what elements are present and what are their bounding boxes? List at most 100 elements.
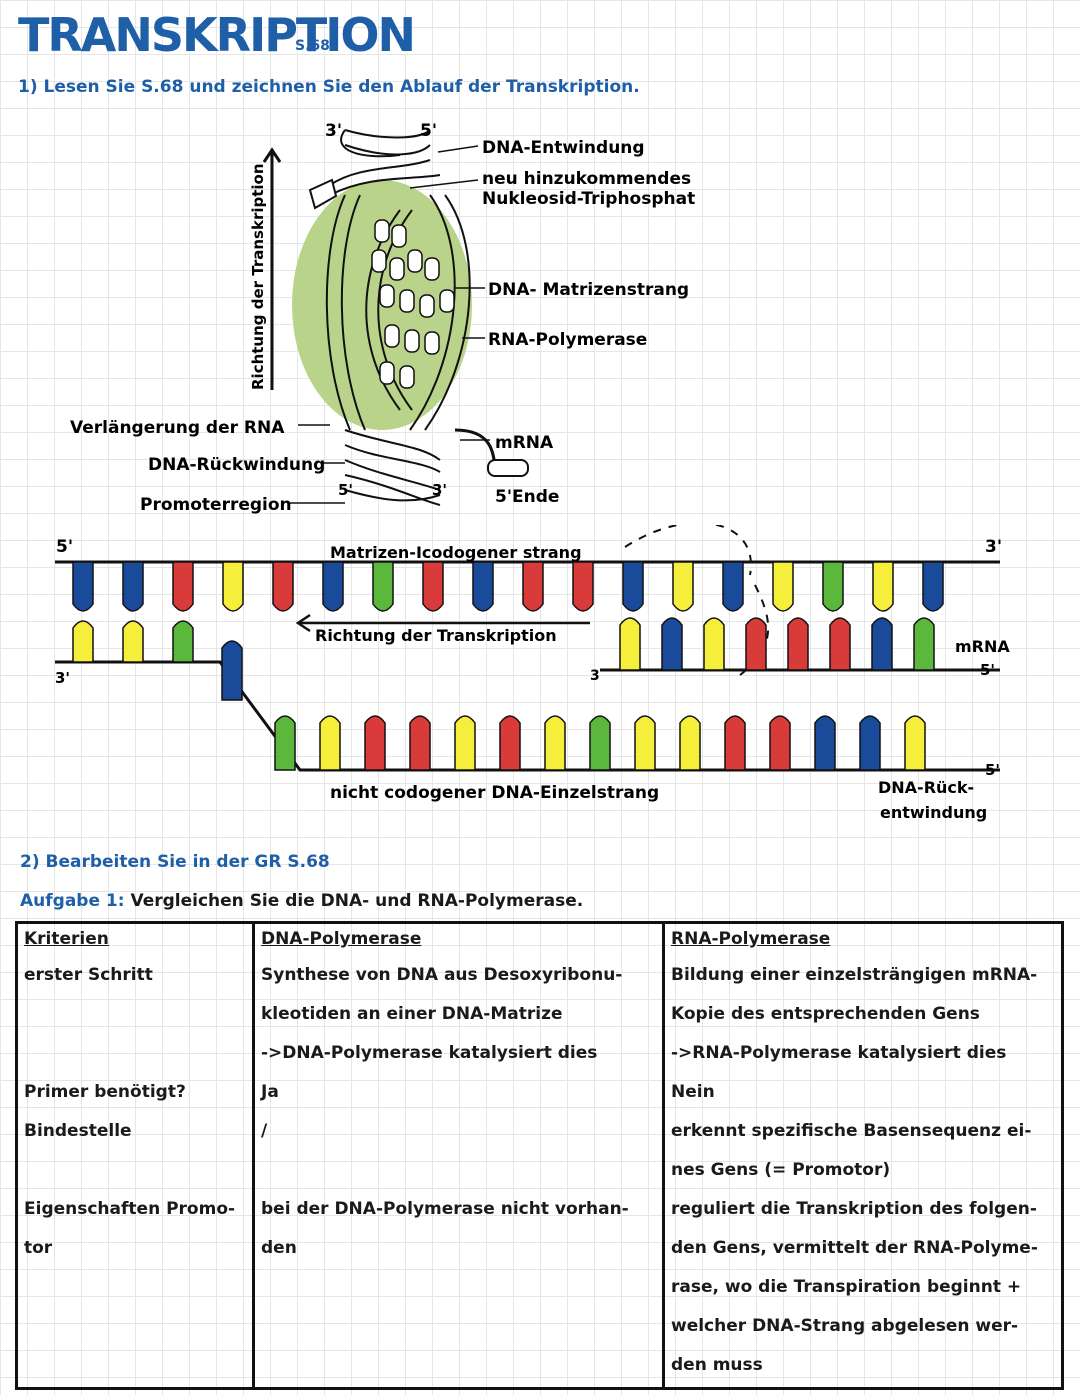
table-cell-line: welcher DNA-Strang abgelesen wer- — [671, 1316, 1019, 1336]
label-promoterregion: Promoterregion — [140, 495, 292, 515]
header-dna-polymerase: DNA-Polymerase — [252, 922, 665, 954]
table-cell-line: den muss — [671, 1355, 763, 1375]
coding-base — [769, 715, 791, 771]
end-5-top-left: 5' — [56, 537, 73, 557]
table-cell-line — [24, 1151, 246, 1190]
direction-arrow — [262, 147, 282, 390]
template-base — [572, 561, 594, 612]
template-base — [172, 561, 194, 612]
paired-base — [72, 620, 94, 663]
template-base — [622, 561, 644, 612]
template-base — [422, 561, 444, 612]
page-reference: S.68 — [295, 38, 330, 54]
coding-base — [409, 715, 431, 771]
task-1-heading: 1) Lesen Sie S.68 und zeichnen Sie den A… — [18, 77, 640, 97]
table-cell-line: rase, wo die Transpiration beginnt + — [671, 1277, 1022, 1297]
table-cell-line — [24, 1268, 246, 1307]
mrna-base — [745, 617, 767, 671]
label-5-bottom: 5' — [985, 761, 1000, 779]
aufgabe-text: Vergleichen Sie die DNA- und RNA-Polymer… — [130, 891, 584, 911]
page-title: TRANSKRIPTION — [18, 8, 416, 62]
label-matrizenstrang: DNA- Matrizenstrang — [488, 280, 689, 300]
mrna-base — [787, 617, 809, 671]
table-cell-line: erster Schritt — [24, 965, 153, 985]
template-bases — [72, 561, 944, 612]
column-rna-polymerase: Bildung einer einzelsträngigen mRNA-Kopi… — [662, 954, 1064, 1389]
aufgabe-1: Aufgabe 1: Vergleichen Sie die DNA- und … — [20, 891, 583, 911]
label-rna-polymerase: RNA-Polymerase — [488, 330, 647, 350]
label-mrna-5: 5' — [980, 661, 995, 679]
template-base — [322, 561, 344, 612]
header-kriterien: Kriterien — [15, 922, 255, 954]
template-base — [272, 561, 294, 612]
coding-base — [634, 715, 656, 771]
column-dna-polymerase: Synthese von DNA aus Desoxyribonu-kleoti… — [252, 954, 665, 1389]
template-base — [922, 561, 944, 612]
coding-bases — [221, 640, 926, 771]
label-rueck-2: entwindung — [880, 803, 987, 822]
end-label-5prime-bottom: 5' — [338, 481, 353, 499]
template-base — [222, 561, 244, 612]
mrna-base — [661, 617, 683, 671]
direction-label: Richtung der Transkription — [249, 163, 267, 390]
coding-base — [364, 715, 386, 771]
table-cell-line: erkennt spezifische Basensequenz ei- — [671, 1121, 1032, 1141]
task-2-heading: 2) Bearbeiten Sie in der GR S.68 — [20, 852, 330, 872]
mrna-end — [487, 459, 529, 477]
table-cell-line: ->DNA-Polymerase katalysiert dies — [261, 1043, 598, 1063]
header-rna-polymerase: RNA-Polymerase — [662, 922, 1064, 954]
label-nicht-codogen: nicht codogener DNA-Einzelstrang — [330, 783, 659, 803]
label-mrna: mRNA — [495, 433, 554, 453]
table-cell-line — [261, 1307, 656, 1346]
table-cell-line — [24, 1307, 246, 1346]
template-base — [372, 561, 394, 612]
label-dna-entwindung: DNA-Entwindung — [482, 138, 645, 158]
table-cell-line: den Gens, vermittelt der RNA-Polyme- — [671, 1238, 1038, 1258]
coding-base — [221, 640, 243, 701]
nucleoside-icon — [308, 178, 338, 210]
paired-base — [122, 620, 144, 663]
end-label-3prime-top: 3' — [325, 121, 342, 141]
mrna-base — [871, 617, 893, 671]
end-label-5prime-top: 5' — [420, 121, 437, 141]
table-cell-line: nes Gens (= Promotor) — [671, 1160, 891, 1180]
table-cell-line: Primer benötigt? — [24, 1082, 186, 1102]
template-base — [772, 561, 794, 612]
strand-diagram: 5' 3' 3' 3 Matrizen-Icodogener strang Ri… — [55, 525, 1010, 822]
table-cell-line: bei der DNA-Polymerase nicht vorhan- — [261, 1199, 629, 1219]
table-cell-line — [24, 995, 246, 1034]
label-5ende: 5'Ende — [495, 487, 559, 507]
comparison-table: Kriterien DNA-Polymerase RNA-Polymerase … — [15, 921, 1064, 1390]
table-cell-line — [261, 1151, 656, 1190]
label-rueckwindung: DNA-Rückwindung — [148, 455, 325, 475]
table-cell-line: ->RNA-Polymerase katalysiert dies — [671, 1043, 1007, 1063]
template-base — [472, 561, 494, 612]
table-cell-line: Nein — [671, 1082, 715, 1102]
coding-base — [319, 715, 341, 771]
mrna-base — [829, 617, 851, 671]
coding-base — [544, 715, 566, 771]
leader-lines — [290, 145, 490, 504]
coding-base — [589, 715, 611, 771]
end-label-3prime-bottom: 3' — [432, 481, 447, 499]
coding-base — [814, 715, 836, 771]
table-cell-line: den — [261, 1238, 297, 1258]
bubble-bases — [371, 219, 455, 389]
label-nukleosid-line1: neu hinzukommendes — [482, 169, 691, 189]
label-mrna-2: mRNA — [955, 637, 1010, 656]
end-3-left: 3' — [55, 669, 70, 687]
table-body-row: erster Schritt Primer benötigt?Bindestel… — [15, 954, 1064, 1389]
coding-base — [724, 715, 746, 771]
table-cell-line — [261, 1346, 656, 1385]
table-cell-line: kleotiden an einer DNA-Matrize — [261, 1004, 563, 1024]
paired-bases — [72, 620, 194, 663]
label-nukleosid-line2: Nukleosid-Triphosphat — [482, 189, 695, 209]
template-base — [672, 561, 694, 612]
mrna-base — [619, 617, 641, 671]
coding-base — [499, 715, 521, 771]
aufgabe-tag: Aufgabe 1: — [20, 891, 125, 911]
table-cell-line: Ja — [261, 1082, 279, 1102]
coding-base — [859, 715, 881, 771]
bottom-helix — [344, 429, 441, 506]
coding-base — [679, 715, 701, 771]
